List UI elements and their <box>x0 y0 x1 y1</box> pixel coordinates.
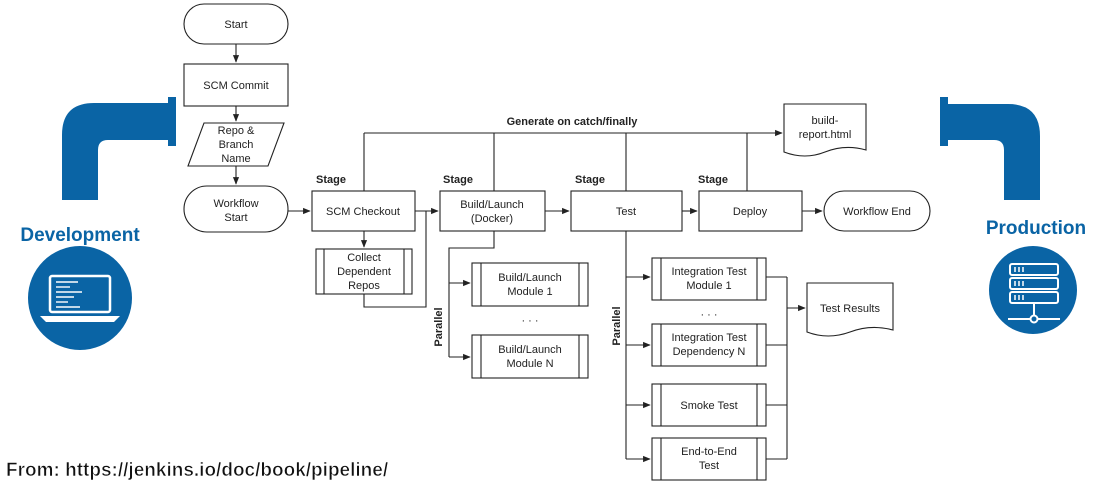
workflow-end-node: Workflow End <box>823 190 931 232</box>
integration-dependency-n-node: Integration Test Dependency N <box>651 323 767 367</box>
collect-repos-label-line2: Dependent <box>337 266 391 278</box>
test-label: Test <box>616 206 636 218</box>
scm-checkout-node: SCM Checkout <box>311 190 416 232</box>
repo-branch-label-line3: Name <box>221 153 250 165</box>
build-launch-label-line2: (Docker) <box>471 213 513 225</box>
test-results-document: Test Results <box>806 282 894 337</box>
production-label: Production <box>986 218 1086 239</box>
pipe-elbow-icon <box>940 97 1040 200</box>
pipe-elbow-icon <box>62 97 176 200</box>
build-module-1-label-line2: Module 1 <box>507 286 552 298</box>
start-label: Start <box>224 19 247 31</box>
end-to-end-test-label-line1: End-to-End <box>681 446 737 458</box>
workflow-end-label: Workflow End <box>843 206 911 218</box>
collect-repos-node: Collect Dependent Repos <box>315 248 413 295</box>
development-label: Development <box>20 225 140 246</box>
stage-label: Stage <box>575 174 605 186</box>
test-node: Test <box>570 190 683 232</box>
build-module-1-node: Build/Launch Module 1 <box>471 262 589 307</box>
workflow-start-label-line1: Workflow <box>213 198 258 210</box>
deploy-node: Deploy <box>698 190 803 232</box>
stage-label: Stage <box>316 174 346 186</box>
ellipsis: · · · <box>700 309 717 321</box>
server-icon <box>989 246 1077 334</box>
source-credit: From: https://jenkins.io/doc/book/pipeli… <box>6 460 389 481</box>
integration-module-1-label-line2: Module 1 <box>686 280 731 292</box>
integration-module-1-node: Integration Test Module 1 <box>651 257 767 301</box>
catch-finally-label: Generate on catch/finally <box>507 116 639 128</box>
parallel-label: Parallel <box>433 307 445 346</box>
build-report-label-line2: report.html <box>799 129 852 141</box>
build-module-n-node: Build/Launch Module N <box>471 334 589 379</box>
integration-dependency-n-label-line1: Integration Test <box>671 332 746 344</box>
end-to-end-test-node: End-to-End Test <box>651 437 767 481</box>
smoke-test-node: Smoke Test <box>651 383 767 427</box>
workflow-start-label-line2: Start <box>224 212 247 224</box>
build-module-1-label-line1: Build/Launch <box>498 272 562 284</box>
collect-repos-label-line1: Collect <box>347 252 381 264</box>
smoke-test-label: Smoke Test <box>680 400 737 412</box>
build-report-label-line1: build- <box>812 115 839 127</box>
connectors <box>232 44 823 463</box>
laptop-icon <box>28 246 132 350</box>
build-module-n-label-line1: Build/Launch <box>498 344 562 356</box>
build-launch-node: Build/Launch (Docker) <box>439 190 546 232</box>
build-module-n-label-line2: Module N <box>506 358 553 370</box>
repo-branch-node: Repo & Branch Name <box>187 122 285 167</box>
integration-dependency-n-label-line2: Dependency N <box>673 346 746 358</box>
repo-branch-label-line2: Branch <box>219 139 254 151</box>
scm-commit-label: SCM Commit <box>203 80 268 92</box>
end-to-end-test-label-line2: Test <box>699 460 719 472</box>
integration-module-1-label-line1: Integration Test <box>671 266 746 278</box>
development-panel: Development <box>20 97 176 350</box>
production-panel: Production <box>940 97 1086 334</box>
start-node: Start <box>183 3 289 45</box>
build-report-document: build- report.html <box>783 103 867 157</box>
repo-branch-label-line1: Repo & <box>218 125 255 137</box>
workflow-start-node: Workflow Start <box>183 185 289 233</box>
collect-repos-label-line3: Repos <box>348 280 380 292</box>
stage-label: Stage <box>443 174 473 186</box>
stage-label: Stage <box>698 174 728 186</box>
build-launch-label-line1: Build/Launch <box>460 199 524 211</box>
scm-checkout-label: SCM Checkout <box>326 206 400 218</box>
ellipsis: · · · <box>521 315 538 327</box>
test-results-label: Test Results <box>820 303 880 315</box>
parallel-label: Parallel <box>611 306 623 345</box>
deploy-label: Deploy <box>733 206 768 218</box>
scm-commit-node: SCM Commit <box>183 63 289 107</box>
